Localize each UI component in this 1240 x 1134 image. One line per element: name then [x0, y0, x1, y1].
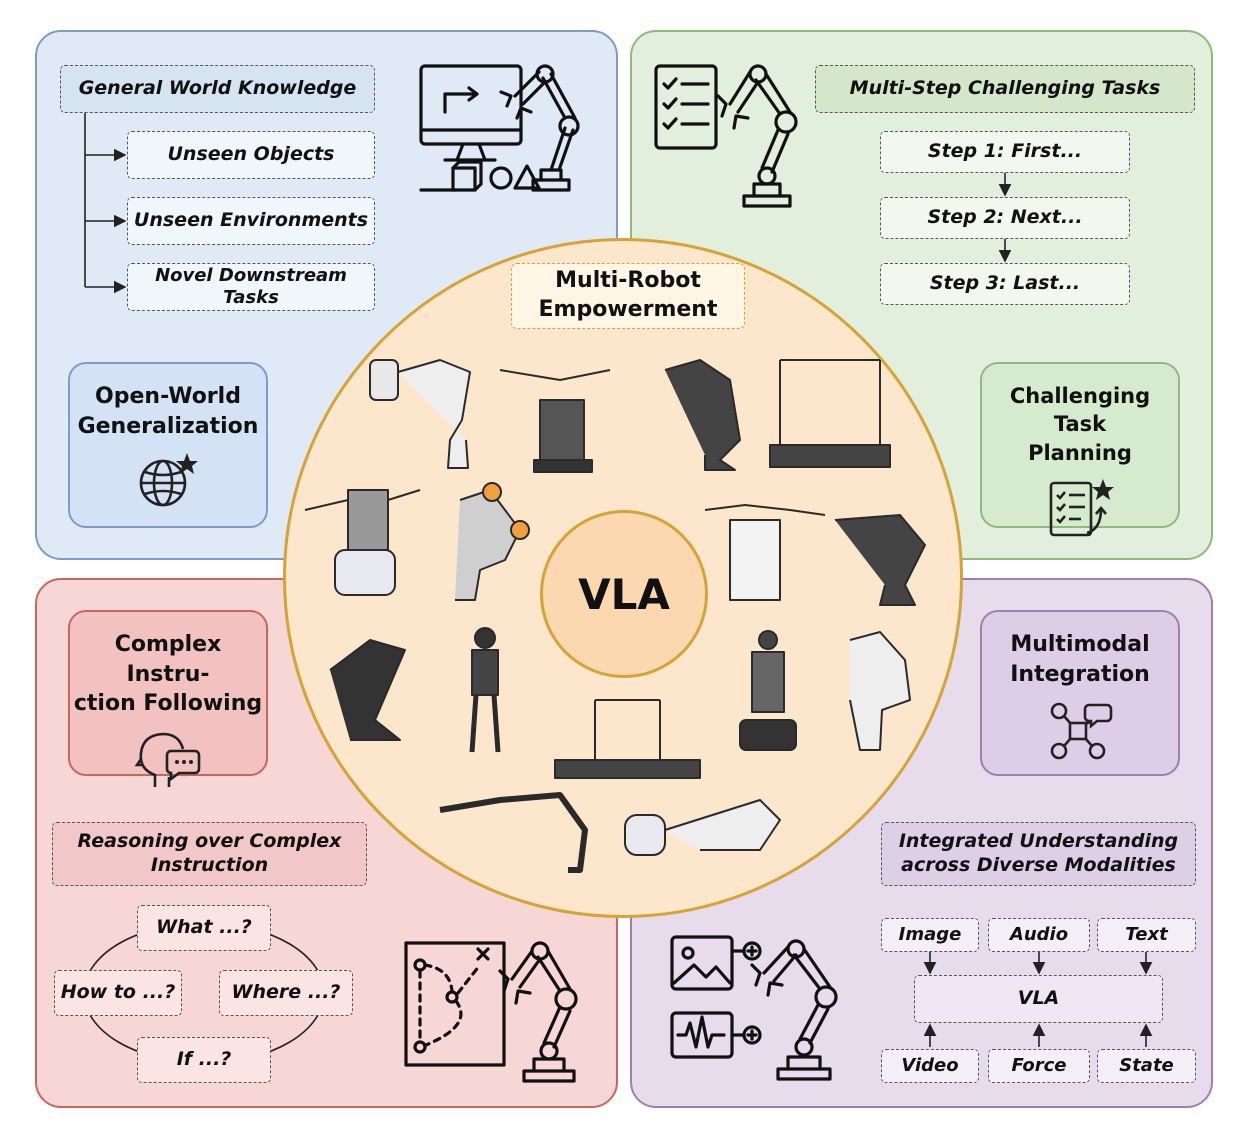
instruction-following-card: Complex Instru- ction Following [68, 610, 268, 788]
robot-arm-dark-1 [664, 359, 741, 471]
head-speech-icon [134, 732, 201, 788]
image-input: Image [881, 918, 979, 952]
robot-mobile-humanoid-1 [304, 489, 421, 596]
robot-arm-dark-2 [834, 514, 926, 606]
vla-core-circle: VLA [540, 510, 708, 678]
reasoning-header-line1: Reasoning over Complex [77, 830, 342, 853]
network-chat-icon [1050, 703, 1113, 760]
map-robot-arm-icon [404, 941, 578, 1083]
world-knowledge-header: General World Knowledge [60, 65, 375, 113]
unseen-environments-item: Unseen Environments [127, 197, 375, 245]
step-3-box: Step 3: Last... [880, 263, 1130, 305]
modalities-header-line2: across Diverse Modalities [901, 854, 1176, 876]
checklist-robot-arm-icon [654, 64, 798, 208]
robot-mobile-humanoid-2 [739, 630, 797, 751]
text-input: Text [1097, 918, 1196, 952]
audio-input: Audio [988, 918, 1090, 952]
step-1-box: Step 1: First... [880, 131, 1130, 173]
open-world-title: Open-World [95, 384, 241, 409]
modalities-header: Integrated Understanding across Diverse … [881, 822, 1196, 886]
monitor-robot-arm-icon [419, 64, 580, 192]
open-world-title-line2: Generalization [77, 413, 259, 439]
state-input: State [1097, 1049, 1196, 1083]
multi-robot-label: Multi-Robot Empowerment [511, 263, 745, 329]
unseen-objects-item: Unseen Objects [127, 131, 375, 179]
multi-step-header: Multi-Step Challenging Tasks [815, 65, 1195, 113]
multimodal-card: Multimodal Integration [980, 610, 1180, 776]
robot-arm-dark-3 [329, 639, 406, 741]
robot-humanoid-1 [469, 627, 501, 753]
how-question-top: How to ...? [54, 970, 182, 1016]
vla-core-box: VLA [914, 975, 1163, 1023]
multimodal-title: Multimodal [1010, 632, 1150, 657]
multimodal-title-line2: Integration [1010, 661, 1150, 687]
force-input: Force [988, 1049, 1090, 1083]
robot-arm-white-2 [849, 631, 911, 751]
robot-mobile-dual-1 [499, 369, 611, 473]
media-robot-arm-icon [670, 935, 838, 1081]
instruction-title-line2: ction Following [73, 691, 263, 717]
novel-tasks-item: Novel Downstream Tasks [127, 263, 375, 311]
robot-frame-dual-2 [554, 699, 701, 779]
robot-arm-white-3 [624, 799, 781, 856]
robot-frame-dual-1 [769, 359, 891, 468]
task-planning-card: Challenging Task Planning [980, 362, 1180, 537]
if-question-top: If ...? [137, 1037, 271, 1083]
what-question-top: What ...? [137, 905, 271, 951]
step-2-box: Step 2: Next... [880, 197, 1130, 239]
video-input: Video [881, 1049, 979, 1083]
robot-mobile-dual-2 [704, 504, 826, 601]
robot-arm-white-1 [369, 359, 471, 469]
reasoning-header: Reasoning over Complex Instruction [52, 822, 367, 886]
robot-arm-orange-1 [455, 482, 530, 601]
where-question-top: Where ...? [219, 970, 353, 1016]
checklist-star-icon [1049, 479, 1114, 537]
instruction-title: Complex Instru- [114, 632, 222, 687]
open-world-card: Open-World Generalization [68, 362, 268, 528]
reasoning-header-line2: Instruction [150, 854, 269, 876]
robot-arm-dark-4 [439, 792, 588, 873]
task-planning-title: Challenging Task [1009, 384, 1151, 437]
globe-star-icon [139, 453, 198, 507]
modalities-header-line1: Integrated Understanding [898, 830, 1179, 853]
task-planning-title-line2: Planning [1028, 440, 1132, 465]
